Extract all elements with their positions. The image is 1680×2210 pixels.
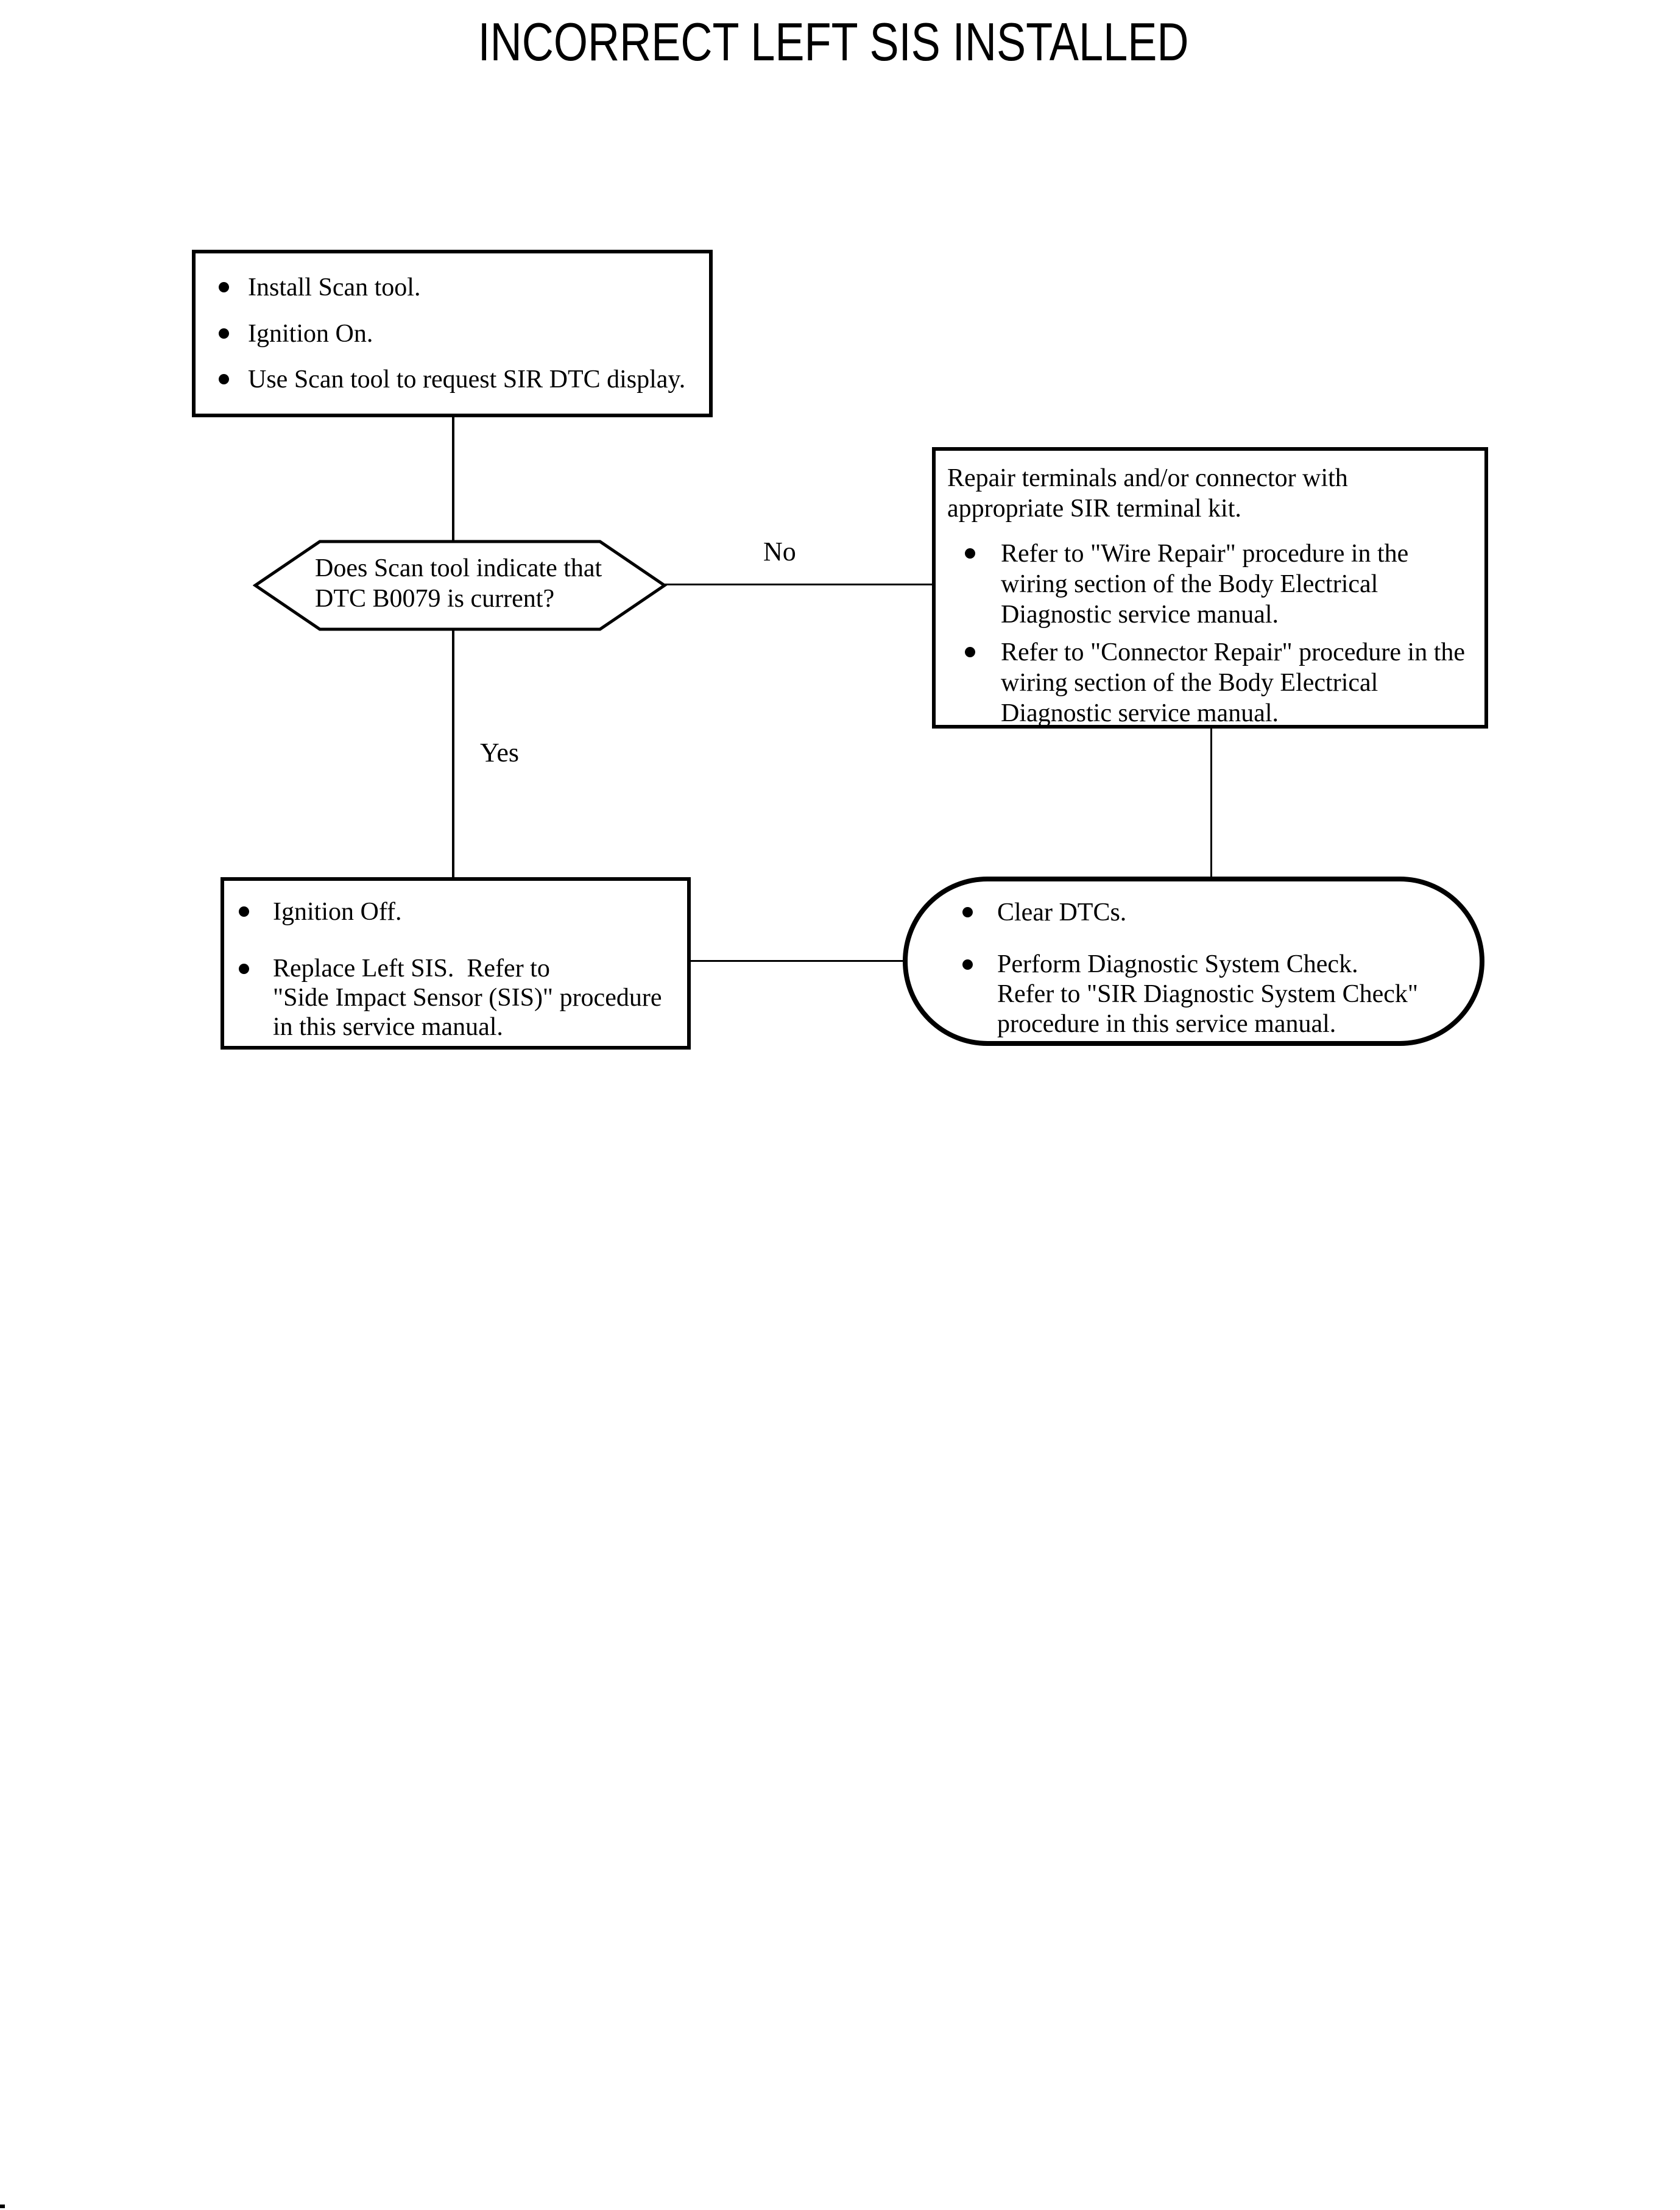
repair-box-intro-line: Repair terminals and/or connector with: [947, 464, 1348, 492]
list-item-text: Use Scan tool to request SIR DTC display…: [248, 365, 686, 394]
list-item-line: Replace Left SIS. Refer to: [273, 955, 550, 983]
list-item-line: "Side Impact Sensor (SIS)" procedure: [273, 984, 662, 1012]
connector-decision-to-repair: [665, 584, 932, 585]
list-item-text: Replace Left SIS. Refer to "Side Impact …: [273, 954, 662, 1042]
list-item-text: Ignition Off.: [273, 898, 402, 926]
list-item-text: Clear DTCs.: [997, 898, 1127, 927]
list-item: Ignition Off.: [224, 897, 682, 927]
list-item-text: Ignition On.: [248, 319, 373, 348]
start-box: Install Scan tool. Ignition On. Use Scan…: [192, 250, 713, 417]
decision-text-line: DTC B0079 is current?: [315, 585, 555, 613]
list-item-line: wiring section of the Body Electrical: [1001, 570, 1378, 598]
list-item: Refer to "Wire Repair" procedure in the …: [936, 538, 1476, 630]
decision-text-line: Does Scan tool indicate that: [315, 554, 602, 582]
bullet-icon: [962, 959, 973, 970]
bullet-icon: [962, 907, 973, 917]
list-item-line: Refer to "Connector Repair" procedure in…: [1001, 638, 1466, 666]
connector-repair-to-end: [1210, 729, 1212, 877]
no-edge-label: No: [763, 537, 796, 567]
list-item-line: in this service manual.: [273, 1013, 503, 1041]
list-item-text: Refer to "Connector Repair" procedure in…: [1001, 637, 1465, 729]
page-title: INCORRECT LEFT SIS INSTALLED: [478, 12, 1188, 72]
bullet-icon: [219, 282, 229, 293]
bullet-icon: [219, 328, 229, 339]
list-item: Replace Left SIS. Refer to "Side Impact …: [224, 954, 682, 1042]
page-title-wrap: INCORRECT LEFT SIS INSTALLED: [0, 11, 1680, 73]
replace-box: Ignition Off. Replace Left SIS. Refer to…: [221, 877, 691, 1050]
yes-edge-label: Yes: [480, 738, 520, 768]
list-item: Refer to "Connector Repair" procedure in…: [936, 637, 1476, 729]
bullet-icon: [965, 548, 975, 559]
connector-replace-to-end: [691, 960, 903, 962]
decision-text: Does Scan tool indicate that DTC B0079 i…: [315, 553, 602, 614]
bullet-icon: [219, 373, 229, 384]
end-box: Clear DTCs. Perform Diagnostic System Ch…: [903, 877, 1484, 1046]
list-item-line: procedure in this service manual.: [997, 1010, 1336, 1038]
scan-artifact: [0, 2205, 5, 2208]
list-item-text: Install Scan tool.: [248, 274, 421, 302]
list-item-line: Perform Diagnostic System Check.: [997, 950, 1358, 978]
repair-box: Repair terminals and/or connector with a…: [932, 447, 1488, 729]
list-item-line: Refer to "Wire Repair" procedure in the: [1001, 540, 1409, 568]
list-item-text: Perform Diagnostic System Check. Refer t…: [997, 950, 1418, 1039]
bullet-icon: [239, 964, 249, 974]
connector-start-to-decision: [452, 417, 454, 540]
list-item-line: Refer to "SIR Diagnostic System Check": [997, 980, 1419, 1008]
decision-hexagon: [253, 540, 667, 631]
list-item: Perform Diagnostic System Check. Refer t…: [908, 950, 1467, 1039]
repair-box-intro: Repair terminals and/or connector with a…: [936, 463, 1476, 524]
bullet-icon: [965, 647, 975, 657]
list-item-line: wiring section of the Body Electrical: [1001, 669, 1378, 697]
list-item: Install Scan tool.: [202, 272, 703, 303]
repair-box-intro-line: appropriate SIR terminal kit.: [947, 495, 1241, 523]
list-item: Clear DTCs.: [908, 897, 1467, 928]
list-item: Use Scan tool to request SIR DTC display…: [202, 364, 703, 395]
list-item-text: Refer to "Wire Repair" procedure in the …: [1001, 538, 1408, 630]
bullet-icon: [239, 906, 249, 917]
connector-decision-to-replace: [452, 630, 454, 877]
list-item: Ignition On.: [202, 319, 703, 349]
list-item-line: Diagnostic service manual.: [1001, 699, 1279, 727]
list-item-line: Diagnostic service manual.: [1001, 601, 1279, 629]
